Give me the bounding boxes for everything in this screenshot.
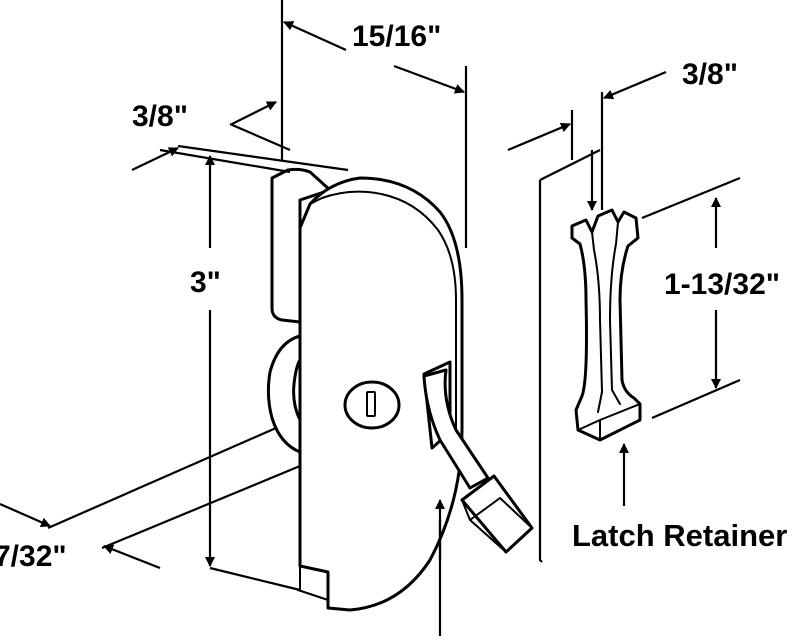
latch-lever	[422, 368, 490, 490]
dim-retainer-height: 1-13/32"	[641, 176, 780, 420]
mounting-frame	[435, 92, 604, 636]
dim-side-depth-label: 7/32"	[0, 540, 67, 573]
dim-retainer-height-label: 1-13/32"	[664, 268, 780, 301]
keyhole-slot	[366, 391, 376, 417]
callout-latch-retainer: Latch Retainer	[572, 443, 787, 553]
dim-top-width-label: 15/16"	[352, 20, 441, 53]
retainer-base	[577, 403, 641, 441]
dim-retainer-width: 3/8"	[587, 58, 738, 211]
dim-top-width: 15/16"	[280, 0, 468, 248]
dim-height: 3"	[159, 148, 301, 592]
latch-body	[266, 167, 534, 612]
latch-cover-edge	[299, 190, 457, 567]
latch-retainer	[570, 208, 642, 442]
latch-back-plate	[270, 167, 332, 324]
keyhole-icon	[343, 380, 401, 430]
retainer-body	[570, 208, 642, 442]
retainer-groove	[591, 221, 621, 413]
dim-side-depth: 7/32"	[0, 426, 301, 573]
dim-top-depth: 3/8"	[131, 100, 349, 172]
latch-lever-knob-face	[461, 497, 533, 553]
dim-top-depth-label: 3/8"	[132, 100, 188, 133]
latch-hook	[266, 334, 302, 454]
dim-height-label: 3"	[190, 266, 221, 299]
dim-retainer-width-label: 3/8"	[682, 58, 738, 91]
callout-latch-retainer-label: Latch Retainer	[572, 518, 787, 553]
